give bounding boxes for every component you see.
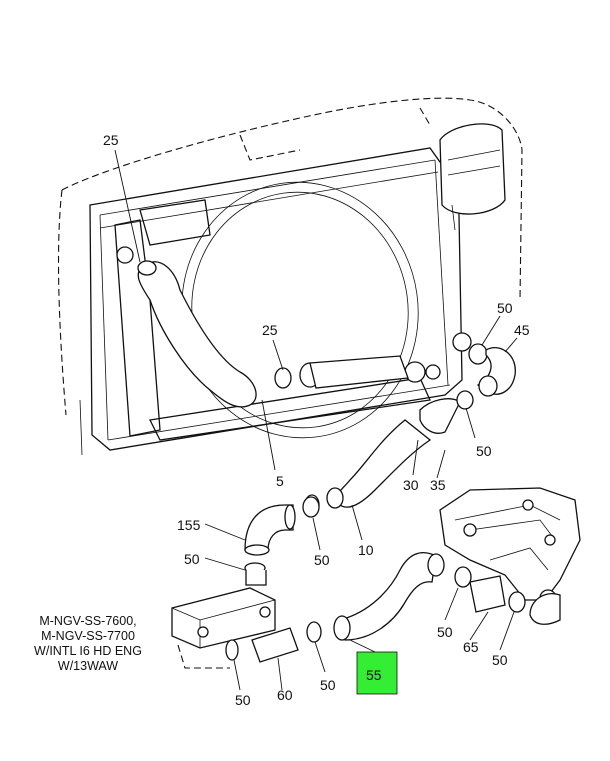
note-line-2: M-NGV-SS-7700 (41, 629, 135, 643)
callout-60: 60 (277, 687, 293, 703)
hose-clamp-25 (274, 355, 409, 389)
note-line-4: W/13WAW (58, 659, 118, 673)
callout-50-left: 50 (184, 551, 200, 567)
callout-5: 5 (276, 473, 284, 489)
outlet-elbow-45 (452, 332, 516, 410)
callout-50-upper-right: 50 (497, 300, 513, 316)
callout-50-engine-right: 50 (492, 652, 508, 668)
callout-10: 10 (358, 542, 374, 558)
upper-radiator-hose (137, 260, 257, 408)
callout-55-highlight[interactable]: 55 (356, 651, 398, 695)
callout-65: 65 (463, 639, 479, 655)
callout-45: 45 (514, 322, 530, 338)
callout-25-top: 25 (103, 132, 119, 148)
callout-50-bottom-mid: 50 (320, 677, 336, 693)
elbow-155 (244, 496, 320, 586)
callout-50-mid: 50 (314, 552, 330, 568)
note-line-3: W/INTL I6 HD ENG (34, 644, 142, 658)
callout-155: 155 (177, 517, 201, 533)
callout-50-right: 50 (476, 443, 492, 459)
water-pump-housing (171, 587, 322, 669)
callout-labels: 25 25 5 50 45 50 30 35 155 50 50 10 50 6… (103, 132, 530, 708)
lower-radiator-hose (304, 398, 461, 516)
hood-outline (57, 97, 523, 416)
callout-50-engine: 50 (437, 624, 453, 640)
leader-lines (114, 149, 518, 691)
note-line-1: M-NGV-SS-7600, (39, 614, 136, 628)
callout-30: 30 (403, 477, 419, 493)
applicability-note: M-NGV-SS-7600, M-NGV-SS-7700 W/INTL I6 H… (34, 614, 142, 673)
highlight-box (356, 651, 398, 695)
bypass-hose-55 (333, 552, 445, 641)
callout-50-bottom-left: 50 (235, 692, 251, 708)
callout-25-mid: 25 (262, 322, 278, 338)
callout-55: 55 (366, 667, 382, 683)
engine-thermostat-housing (439, 487, 581, 625)
callout-35: 35 (430, 477, 446, 493)
